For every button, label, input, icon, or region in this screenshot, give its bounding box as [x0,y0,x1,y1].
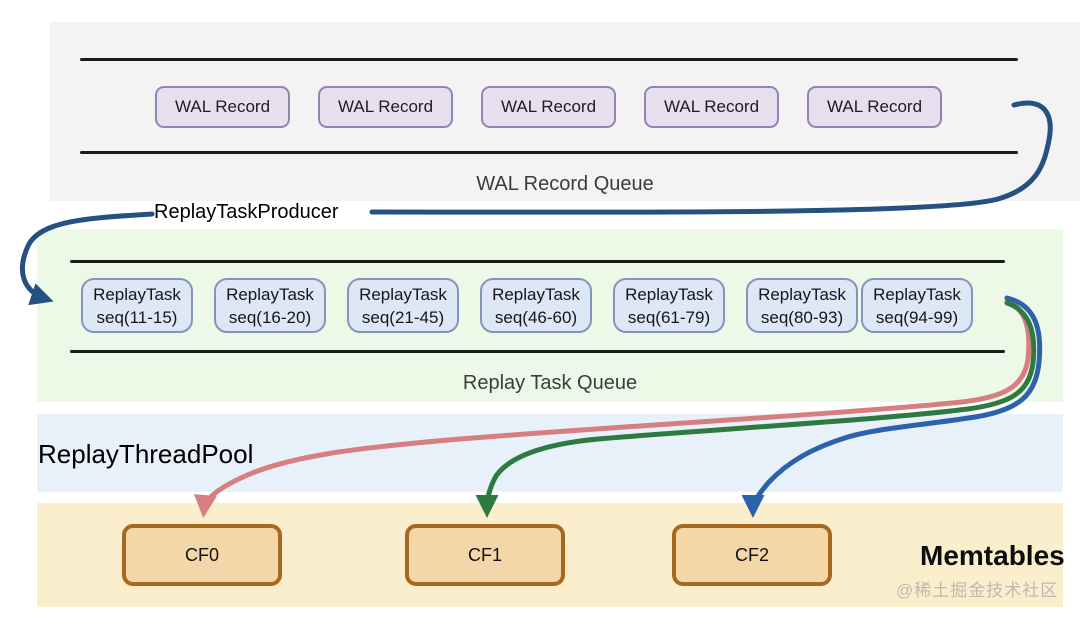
wal-record-box: WAL Record [807,86,942,128]
wal-record-queue-label: WAL Record Queue [476,173,654,195]
replay-task-box: ReplayTask seq(46-60) [480,278,592,333]
replay-task-name: ReplayTask [492,284,580,304]
replay-task-box: ReplayTask seq(21-45) [347,278,459,333]
replay-task-name: ReplayTask [758,284,846,304]
replay-task-seq: seq(21-45) [361,307,445,327]
watermark-text: @稀土掘金技术社区 [896,581,1059,600]
cf0-memtable-box: CF0 [122,524,282,586]
memtables-label: Memtables [920,540,1065,571]
replay-thread-pool-label: ReplayThreadPool [38,439,254,469]
replay-queue-top-rail [70,260,1005,263]
replay-queue-bottom-rail [70,350,1005,353]
replay-task-name: ReplayTask [873,284,961,304]
replay-task-queue-label: Replay Task Queue [462,372,638,394]
wal-queue-top-rail [80,58,1018,61]
cf1-memtable-box: CF1 [405,524,565,586]
replay-task-name: ReplayTask [359,284,447,304]
replay-task-name: ReplayTask [93,284,181,304]
replay-task-seq: seq(46-60) [494,307,578,327]
replay-task-box: ReplayTask seq(80-93) [746,278,858,333]
replay-task-name: ReplayTask [625,284,713,304]
replay-task-box: ReplayTask seq(94-99) [861,278,973,333]
wal-record-box: WAL Record [481,86,616,128]
cf2-memtable-box: CF2 [672,524,832,586]
wal-queue-bottom-rail [80,151,1018,154]
wal-record-box: WAL Record [318,86,453,128]
replay-task-seq: seq(61-79) [627,307,711,327]
replay-task-seq: seq(16-20) [228,307,312,327]
replay-task-box: ReplayTask seq(61-79) [613,278,725,333]
replay-task-name: ReplayTask [226,284,314,304]
wal-record-box: WAL Record [644,86,779,128]
replay-task-seq: seq(11-15) [96,307,178,327]
wal-record-box: WAL Record [155,86,290,128]
replay-task-seq: seq(80-93) [760,307,844,327]
replay-task-seq: seq(94-99) [875,307,959,327]
replay-task-box: ReplayTask seq(11-15) [81,278,193,333]
replay-task-producer-label: ReplayTaskProducer [154,201,339,223]
replay-task-box: ReplayTask seq(16-20) [214,278,326,333]
